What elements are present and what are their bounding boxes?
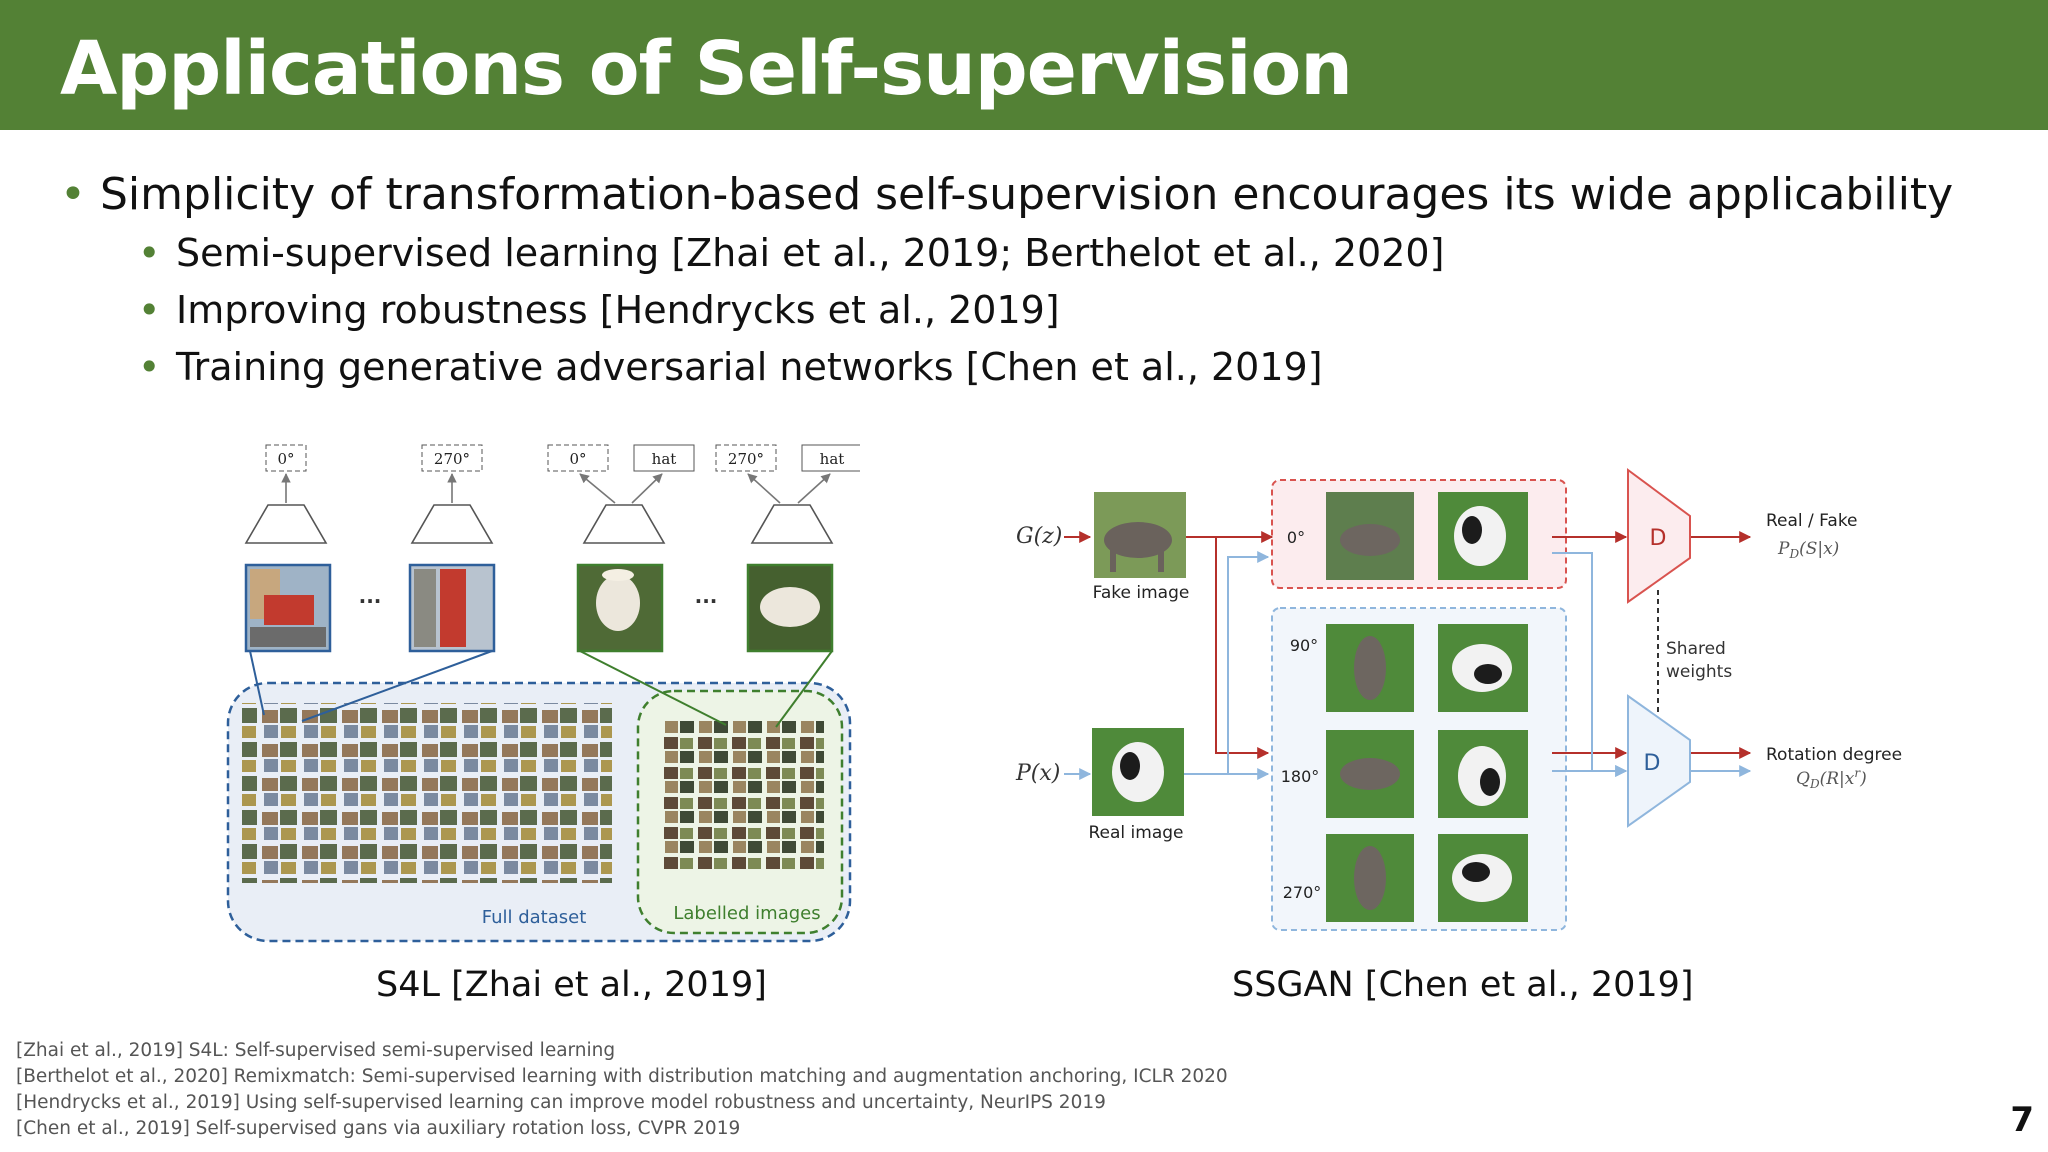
pd-formula: PD(S|x)	[1777, 539, 1839, 561]
reference-2: [Berthelot et al., 2020] Remixmatch: Sem…	[16, 1066, 1228, 1087]
thumb-dots-2: ...	[695, 584, 718, 608]
full-dataset-label: Full dataset	[482, 907, 587, 928]
label-box-270deg-b	[715, 444, 777, 472]
ssgan-figure: G(z) P(x) Fake image Real image 0° 90° 1…	[1015, 468, 1902, 931]
rotated-images-grid	[1326, 492, 1528, 922]
labelled-mosaic	[660, 720, 824, 870]
thumb-hat-270	[746, 563, 834, 653]
rotation-180-label: 180°	[1281, 767, 1320, 786]
rotation-270-label: 270°	[1283, 883, 1322, 902]
label-270deg-a: 270°	[434, 450, 470, 468]
label-0deg-b: 0°	[569, 450, 586, 468]
shared-label-1: Shared	[1666, 639, 1726, 659]
reference-3: [Hendrycks et al., 2019] Using self-supe…	[16, 1092, 1106, 1113]
sub-bullet-3: Training generative adversarial networks…	[60, 339, 1953, 396]
head-trapezoid-3	[582, 504, 666, 544]
label-0deg-a: 0°	[277, 450, 294, 468]
px-label: P(x)	[1015, 761, 1060, 786]
label-box-0deg-b	[547, 444, 609, 472]
slide-title: Applications of Self-supervision	[60, 26, 1353, 112]
real-routing-lines	[1184, 551, 1752, 780]
bullet-main: Simplicity of transformation-based self-…	[60, 165, 1953, 225]
labelled-images-label: Labelled images	[673, 903, 820, 924]
sub-bullet-1: Semi-supervised learning [Zhai et al., 2…	[60, 225, 1953, 282]
rotation-90-label: 90°	[1290, 636, 1318, 655]
qd-formula: QD(R|xr)	[1796, 766, 1867, 791]
s4l-figure: 0° 270° 0° hat 270° hat ... .	[226, 444, 860, 943]
discriminator-bottom	[1627, 694, 1691, 828]
label-270deg-b: 270°	[728, 450, 764, 468]
thumb-tram-270	[408, 563, 496, 653]
title-banner: Applications of Self-supervision	[0, 0, 2048, 130]
label-box-hat-1	[633, 444, 695, 472]
label-box-0deg-a	[265, 444, 307, 472]
shared-label-2: weights	[1666, 662, 1732, 682]
real-image-label: Real image	[1088, 823, 1183, 843]
thumb-dots-1: ...	[359, 584, 382, 608]
reference-1: [Zhai et al., 2019] S4L: Self-supervised…	[16, 1040, 616, 1061]
fake-routing-lines	[1186, 531, 1752, 759]
head-trapezoid-2	[410, 504, 494, 544]
bullet-list: Simplicity of transformation-based self-…	[60, 165, 1953, 396]
label-hat-2: hat	[820, 450, 845, 468]
thumb-hat-0	[576, 563, 664, 653]
sub-bullet-2: Improving robustness [Hendrycks et al., …	[60, 282, 1953, 339]
head-trapezoid-1	[244, 504, 328, 544]
head-trapezoid-4	[750, 504, 834, 544]
discriminator-top	[1627, 468, 1691, 604]
ssgan-caption: SSGAN [Chen et al., 2019]	[1232, 965, 1694, 1005]
real-fake-label: Real / Fake	[1766, 511, 1858, 531]
fake-image	[1094, 492, 1186, 578]
reference-4: [Chen et al., 2019] Self-supervised gans…	[16, 1118, 741, 1139]
s4l-caption: S4L [Zhai et al., 2019]	[376, 965, 767, 1005]
references: [Zhai et al., 2019] S4L: Self-supervised…	[16, 1038, 1228, 1142]
real-image	[1092, 728, 1184, 816]
connector-lines	[249, 650, 833, 728]
label-hat-1: hat	[652, 450, 677, 468]
discriminator-top-label: D	[1650, 526, 1667, 551]
fake-image-label: Fake image	[1093, 583, 1190, 603]
gz-label: G(z)	[1016, 524, 1062, 549]
thumb-tram-0	[244, 563, 332, 653]
label-box-270deg-a	[421, 444, 483, 472]
full-dataset-mosaic	[242, 703, 612, 883]
discriminator-bottom-label: D	[1644, 751, 1661, 776]
head-arrows	[281, 473, 831, 504]
page-number: 7	[2010, 1100, 2034, 1140]
rotation-0-label: 0°	[1287, 528, 1305, 547]
rotation-degree-label: Rotation degree	[1766, 745, 1902, 765]
label-box-hat-2	[801, 444, 860, 472]
